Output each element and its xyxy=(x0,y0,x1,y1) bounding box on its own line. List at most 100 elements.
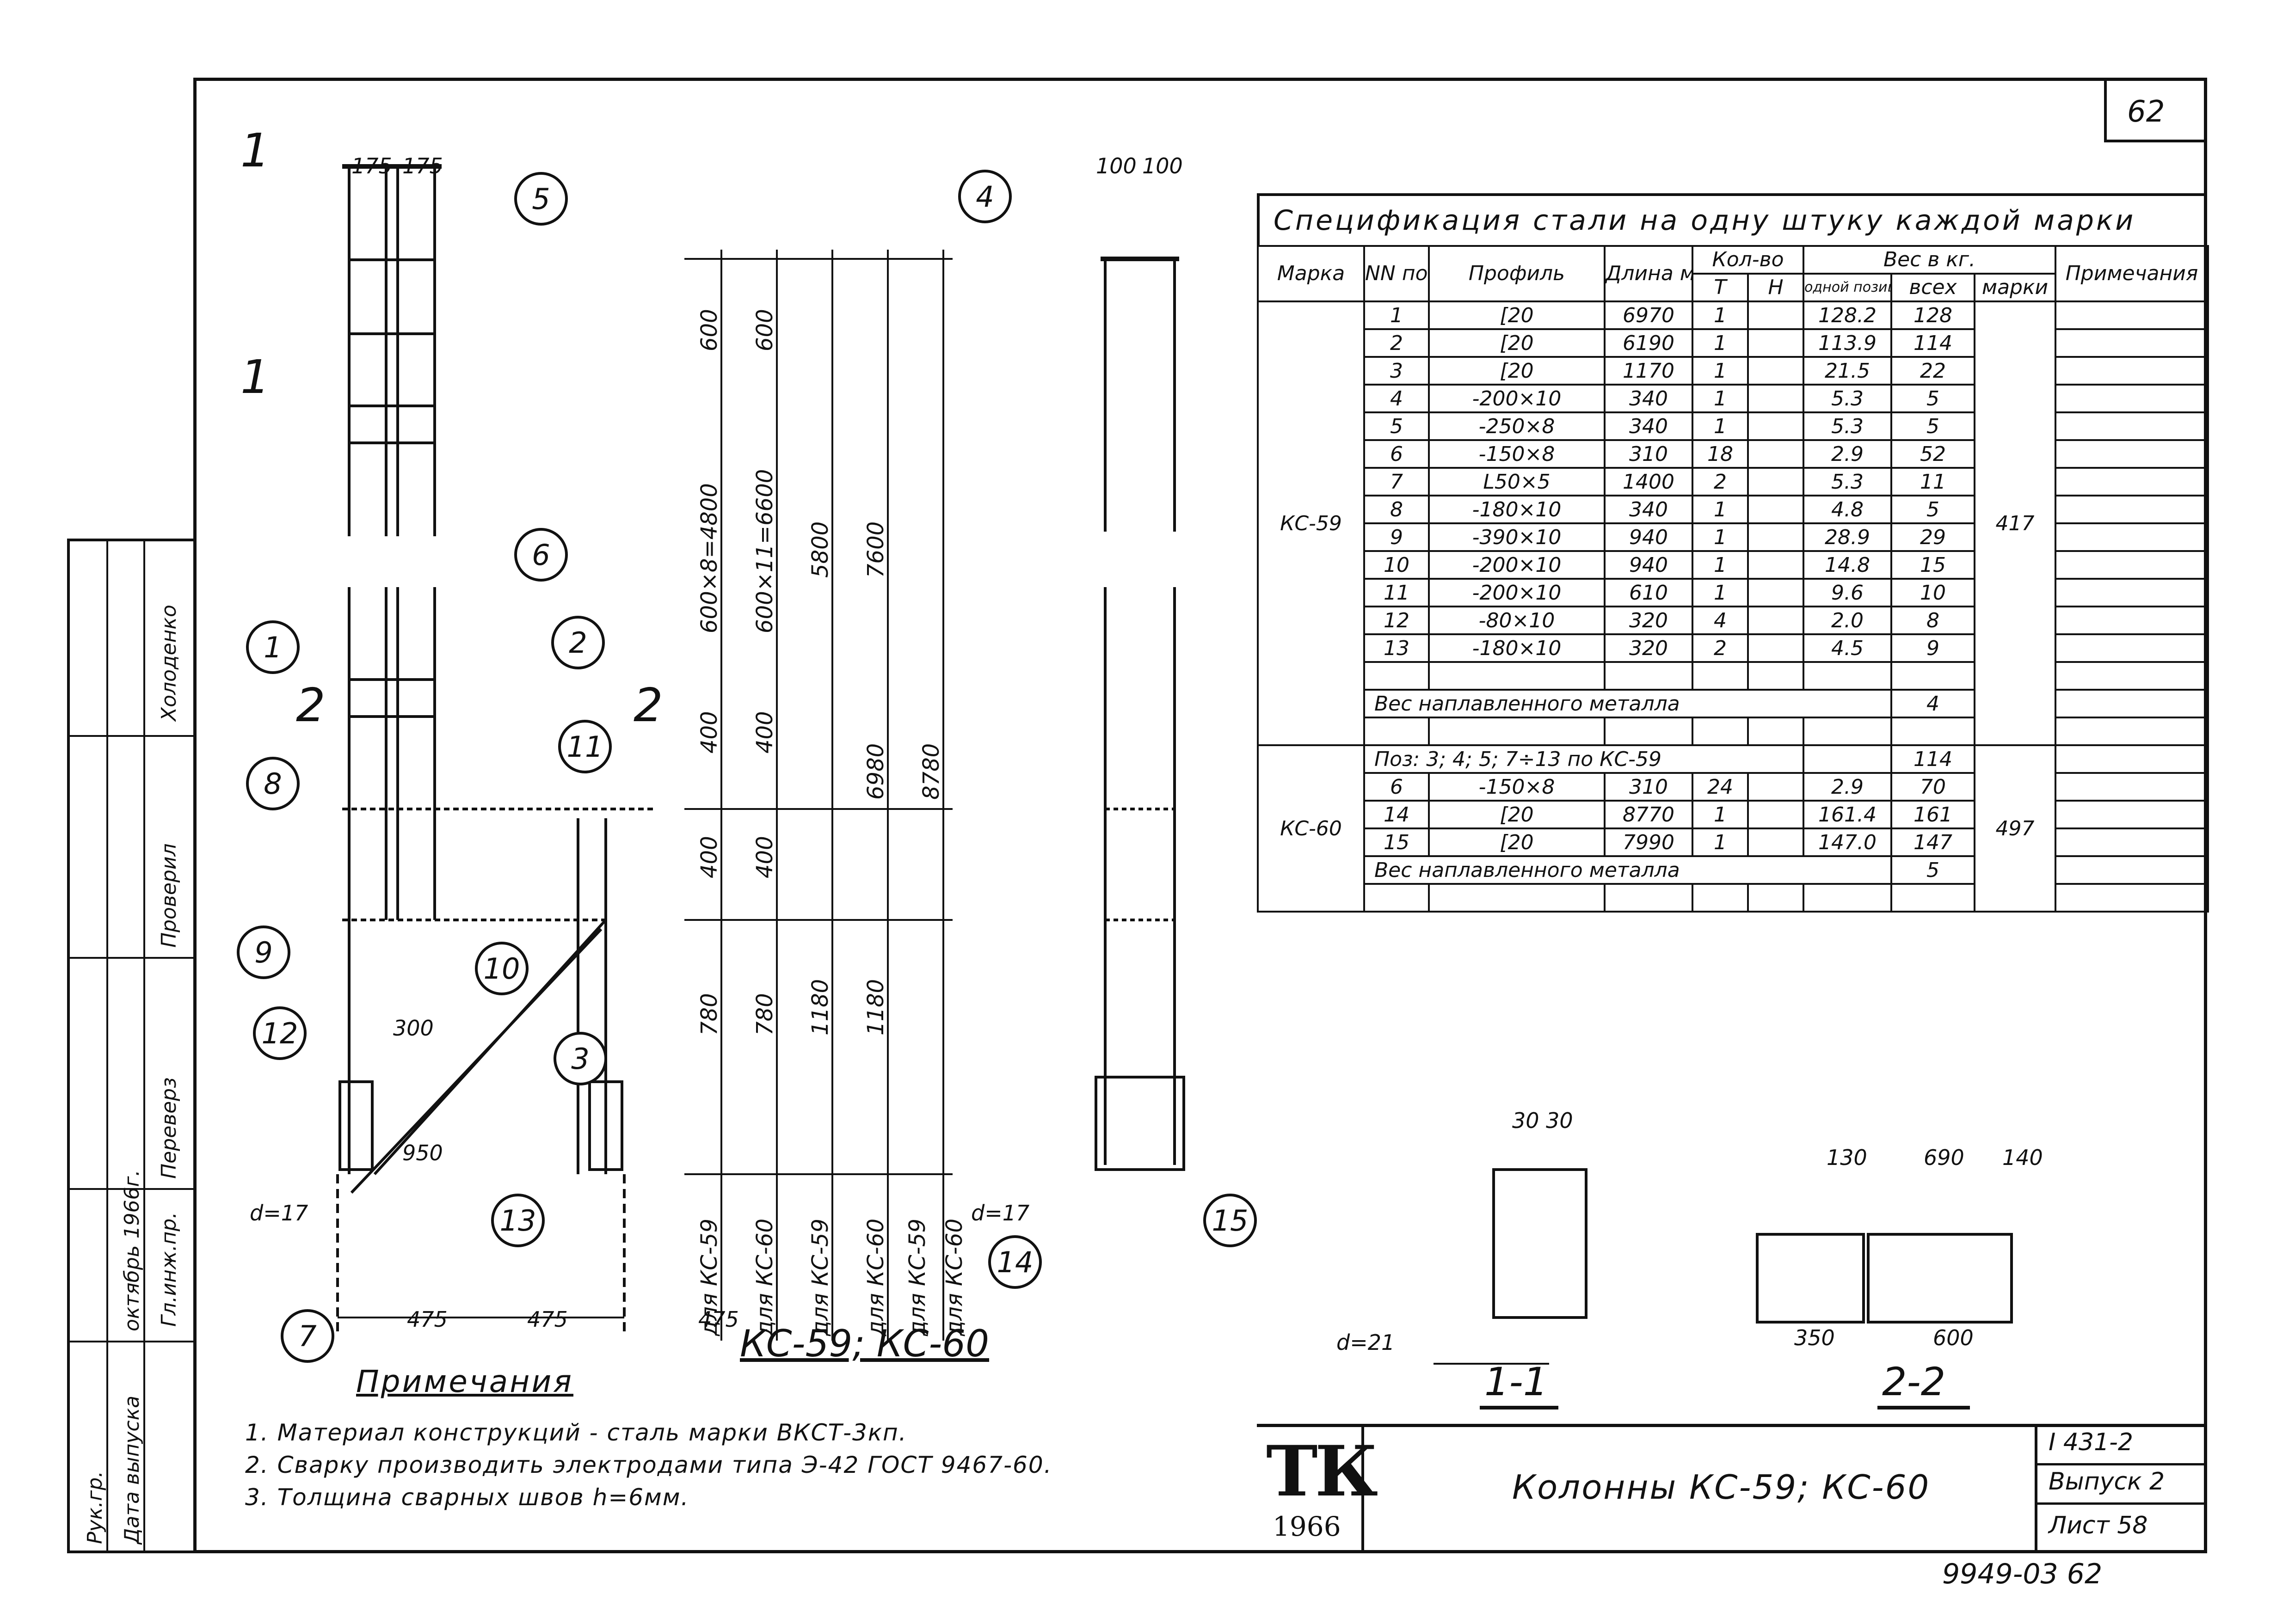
dimension-lines xyxy=(684,250,953,1341)
callout-label: 9 xyxy=(254,936,272,969)
dim-label: d=21 xyxy=(1336,1330,1395,1355)
callout-circle xyxy=(246,620,300,674)
col-weight: Вес в кг. xyxy=(1803,245,2057,275)
weight-all-cell: 114 xyxy=(1890,328,1976,358)
profile-cell: [20 xyxy=(1428,827,1606,857)
callout-label: 3 xyxy=(571,1042,589,1076)
note-cell xyxy=(2055,522,2209,552)
weight-all-cell: 52 xyxy=(1890,439,1976,469)
pos-cell: 6 xyxy=(1363,439,1430,469)
empty-cell xyxy=(1428,883,1606,913)
weight-all-cell: 5 xyxy=(1890,384,1976,413)
weight-one-cell: 21.5 xyxy=(1803,356,1893,386)
pos-cell: 5 xyxy=(1363,411,1430,441)
empty-cell xyxy=(1747,661,1805,691)
dim-label: 600×8=4800 xyxy=(696,483,722,633)
col-qty-n: Н xyxy=(1747,273,1805,302)
stamp-divider xyxy=(67,1188,193,1190)
profile-cell: -80×10 xyxy=(1428,606,1606,635)
qty-t-cell: 1 xyxy=(1692,522,1749,552)
dim-label: 30 30 xyxy=(1512,1108,1573,1133)
note-cell xyxy=(2055,606,2209,635)
weight-all-cell: 22 xyxy=(1890,356,1976,386)
profile-cell: L50×5 xyxy=(1428,467,1606,496)
weight-one-cell: 5.3 xyxy=(1803,384,1893,413)
section-1-1-caption: 1-1 xyxy=(1484,1359,1548,1404)
empty-cell xyxy=(1803,661,1893,691)
dim-label: 350 xyxy=(1794,1325,1835,1350)
weight-one-cell: 2.9 xyxy=(1803,439,1893,469)
note-cell xyxy=(2055,550,2209,580)
pos-cell: 8 xyxy=(1363,495,1430,524)
weight-all-cell: 147 xyxy=(1890,827,1976,857)
cut-mark-1: 1 xyxy=(240,123,270,178)
qty-t-cell: 1 xyxy=(1692,300,1749,330)
ref-row-label: Поз: 3; 4; 5; 7÷13 по КС-59 xyxy=(1363,744,1805,774)
stamp-divider xyxy=(143,539,145,1553)
profile-cell: -150×8 xyxy=(1428,772,1606,802)
empty-cell xyxy=(1803,883,1893,913)
for-label: для КС-60 xyxy=(941,1219,967,1336)
dim-label: 400 xyxy=(696,711,722,754)
empty-cell xyxy=(1692,661,1749,691)
callout-label: 1 xyxy=(264,631,282,664)
note-item: 2. Сварку производить электродами типа Э… xyxy=(245,1452,1052,1478)
section-2-2-caption: 2-2 xyxy=(1882,1359,1946,1404)
callout-circle xyxy=(558,720,612,773)
ks60-rows: КС-60 Поз: 3; 4; 5; 7÷13 по КС-59 114 49… xyxy=(1257,744,2209,913)
callout-label: 10 xyxy=(484,952,520,986)
approval-stamp xyxy=(67,539,193,1553)
spec-title: Спецификация стали на одну штуку каждой … xyxy=(1257,193,2207,245)
dim-label: 780 xyxy=(752,993,778,1036)
dim-label: 600 xyxy=(696,309,722,351)
callout-circle xyxy=(253,1006,307,1060)
spec-table: Марка NN поз. Профиль Длина мм Кол-во Ве… xyxy=(1257,245,2209,913)
callout-label: 11 xyxy=(567,730,603,764)
document-code: 9949-03 62 xyxy=(1942,1558,2103,1590)
qty-t-cell: 1 xyxy=(1692,495,1749,524)
qty-n-cell xyxy=(1747,411,1805,441)
column-elevation xyxy=(336,164,657,1331)
notes-title: Примечания xyxy=(356,1364,573,1399)
dim-label: 7600 xyxy=(863,521,889,578)
note-cell xyxy=(2055,384,2209,413)
length-cell: 340 xyxy=(1604,384,1693,413)
empty-cell xyxy=(1692,717,1749,746)
pos-cell: 7 xyxy=(1363,467,1430,496)
stamp-divider xyxy=(67,957,193,959)
weight-one-cell: 2.9 xyxy=(1803,772,1893,802)
empty-cell xyxy=(1692,883,1749,913)
dim-label: 100 xyxy=(1142,153,1183,178)
dim-label: 1180 xyxy=(807,979,833,1036)
col-w-all: всех xyxy=(1890,273,1976,302)
table-row xyxy=(1258,661,2209,691)
qty-n-cell xyxy=(1747,300,1805,330)
qty-n-cell xyxy=(1747,384,1805,413)
qty-t-cell: 1 xyxy=(1692,328,1749,358)
callout-circle xyxy=(281,1309,334,1363)
dim-label: 130 xyxy=(1827,1145,1867,1170)
dim-label: 5800 xyxy=(807,521,833,578)
note-cell xyxy=(2055,439,2209,469)
note-cell xyxy=(2055,800,2209,829)
note-cell xyxy=(2055,356,2209,386)
series-code: I 431-2 xyxy=(2049,1428,2133,1456)
pos-cell: 9 xyxy=(1363,522,1430,552)
mark-weight-cell: 417 xyxy=(1974,300,2057,746)
qty-t-cell: 1 xyxy=(1692,578,1749,607)
stamp-divider xyxy=(106,539,108,1553)
pos-cell: 15 xyxy=(1363,827,1430,857)
qty-t-cell: 1 xyxy=(1692,800,1749,829)
weight-one-cell: 4.8 xyxy=(1803,495,1893,524)
dim-label: 1180 xyxy=(863,979,889,1036)
note-cell xyxy=(2055,689,2209,718)
col-mark: Марка xyxy=(1257,245,1365,302)
